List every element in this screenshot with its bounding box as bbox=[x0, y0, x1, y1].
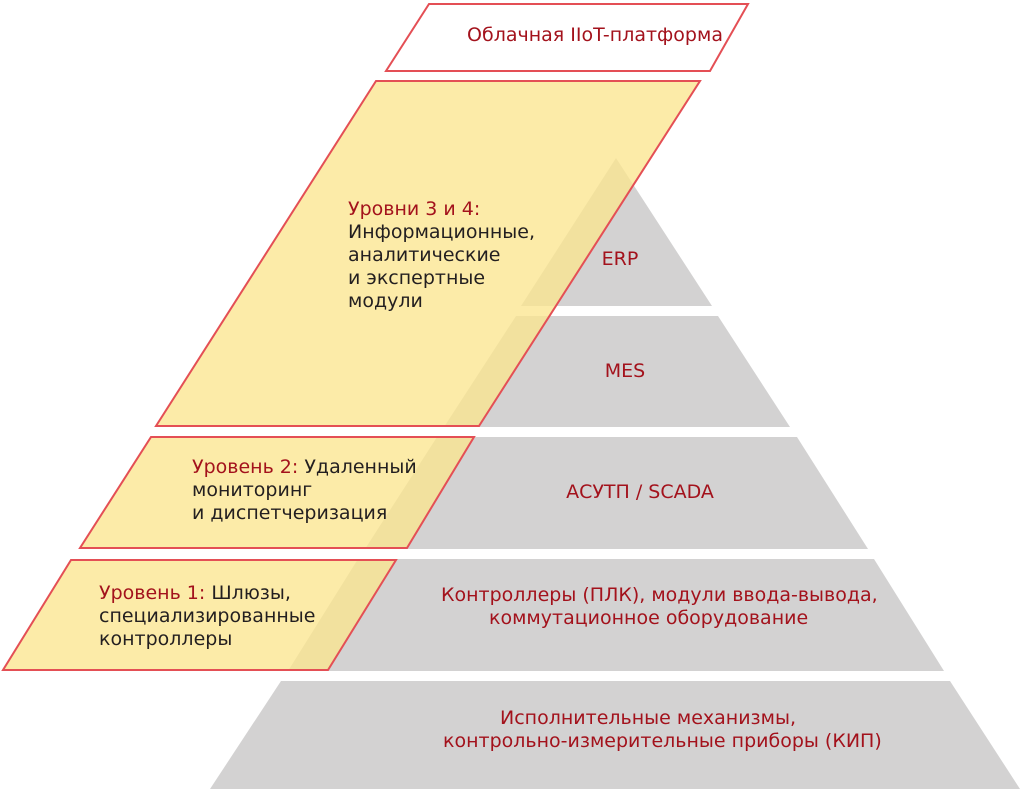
level-1-line-2: контроллеры bbox=[99, 628, 233, 650]
scada-label: АСУТП / SCADA bbox=[566, 481, 714, 503]
field-devices-label: Исполнительные механизмы, контрольно-изм… bbox=[443, 707, 882, 753]
level-1-shape bbox=[1, 559, 398, 671]
level-1-title-rest: Шлюзы, bbox=[205, 582, 291, 604]
level-1-title: Уровень 1: bbox=[99, 582, 206, 604]
field-devices-label-line-1: Исполнительные механизмы, bbox=[500, 707, 797, 729]
level-2-line-2: и диспетчеризация bbox=[192, 502, 388, 524]
level-3-4-line-3: и экспертные bbox=[348, 267, 486, 289]
level-2-text: Уровень 2: Удаленный мониторинг и диспет… bbox=[192, 456, 417, 525]
cloud-platform-label: Облачная IIoT-платформа bbox=[467, 24, 723, 46]
controllers-label-line-1: Контроллеры (ПЛК), модули ввода-вывода, bbox=[441, 584, 878, 606]
level-3-4-title: Уровни 3 и 4: bbox=[348, 198, 481, 220]
controllers-label-line-2: коммутационное оборудование bbox=[489, 607, 809, 629]
level-2-title-rest: Удаленный bbox=[298, 456, 417, 478]
level-3-4-line-2: аналитические bbox=[348, 244, 501, 266]
pyramid bbox=[210, 158, 1020, 789]
level-3-4-line-1: Информационные, bbox=[348, 221, 536, 243]
controllers-label: Контроллеры (ПЛК), модули ввода-вывода, … bbox=[441, 584, 878, 630]
cloud-platform-shape bbox=[384, 3, 750, 72]
pyramid-tier-controllers bbox=[288, 559, 944, 671]
level-3-4-line-4: модули bbox=[348, 290, 423, 312]
level-2-line-1: мониторинг bbox=[192, 479, 313, 501]
level-3-4-shape bbox=[154, 80, 702, 427]
level-overlays bbox=[1, 80, 702, 671]
field-devices-label-line-2: контрольно-измерительные приборы (КИП) bbox=[443, 730, 882, 752]
erp-label: ERP bbox=[601, 248, 639, 270]
pyramid-tier-scada bbox=[365, 437, 868, 549]
level-2-title: Уровень 2: bbox=[192, 456, 299, 478]
level-1-text: Уровень 1: Шлюзы, специализированные кон… bbox=[99, 582, 316, 651]
mes-label: MES bbox=[604, 360, 646, 382]
level-1-line-1: специализированные bbox=[99, 605, 316, 627]
pyramid-tier-field bbox=[210, 681, 1020, 789]
level-3-4-text: Уровни 3 и 4: Информационные, аналитичес… bbox=[348, 198, 535, 313]
level-2-shape bbox=[78, 436, 476, 549]
